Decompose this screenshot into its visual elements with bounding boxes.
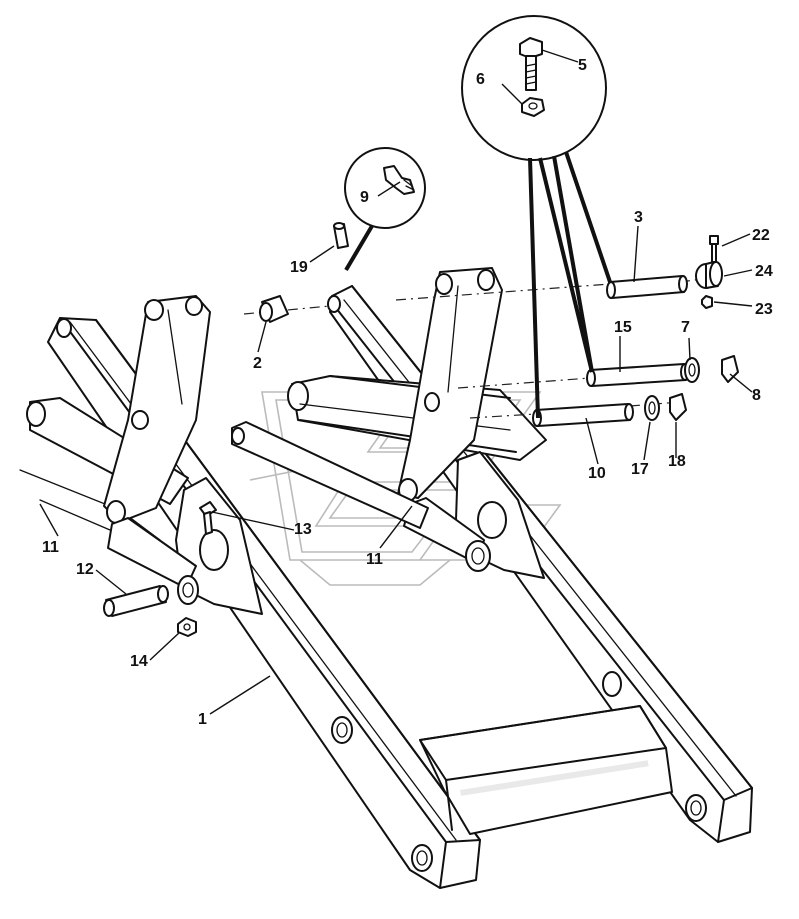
label-part-1: 1 [198, 711, 207, 728]
label-part-12: 12 [76, 561, 94, 578]
cross-beam-lower [419, 705, 673, 835]
nut-23 [701, 295, 713, 309]
label-part-8: 8 [752, 387, 761, 404]
label-part-24: 24 [755, 263, 773, 280]
left-cross-pin [107, 517, 199, 605]
collar-24 [695, 261, 723, 289]
part-labels: 1 2 3 5 6 7 8 9 10 11 11 12 13 14 15 17 … [42, 57, 773, 728]
bolt-22 [709, 235, 719, 263]
label-part-6: 6 [476, 71, 485, 88]
label-part-17: 17 [631, 461, 649, 478]
label-part-15: 15 [614, 319, 632, 336]
label-part-11-left: 11 [42, 539, 59, 556]
pin-15 [586, 363, 690, 387]
right-link-arm [397, 267, 503, 502]
label-part-7: 7 [681, 319, 690, 336]
left-mount-plate [175, 477, 263, 615]
label-part-19: 19 [290, 259, 308, 276]
label-part-5: 5 [578, 57, 587, 74]
leader-lines [39, 49, 753, 715]
washer-17 [644, 395, 660, 421]
label-part-22: 22 [752, 227, 770, 244]
nut-14 [177, 617, 197, 637]
pin-10 [532, 403, 634, 427]
label-part-3: 3 [634, 209, 643, 226]
label-part-9: 9 [360, 189, 369, 206]
label-part-11-center: 11 [366, 551, 383, 568]
pin-12 [103, 585, 169, 617]
label-part-2: 2 [253, 355, 262, 372]
detail-circle-fitting [344, 147, 426, 229]
label-part-13: 13 [294, 521, 312, 538]
bolt-13 [199, 501, 217, 535]
bushing-2 [259, 295, 289, 323]
detail-circle-bolt-nut [461, 15, 607, 161]
label-part-14: 14 [130, 653, 148, 670]
grease-fitting-19 [333, 222, 349, 249]
cross-shaft [231, 421, 429, 529]
label-part-23: 23 [755, 301, 773, 318]
label-part-18: 18 [668, 453, 686, 470]
pin-3 [606, 275, 688, 299]
washer-7 [684, 357, 700, 383]
clip-18 [669, 393, 687, 421]
label-part-10: 10 [588, 465, 606, 482]
detail-connectors [344, 151, 612, 419]
